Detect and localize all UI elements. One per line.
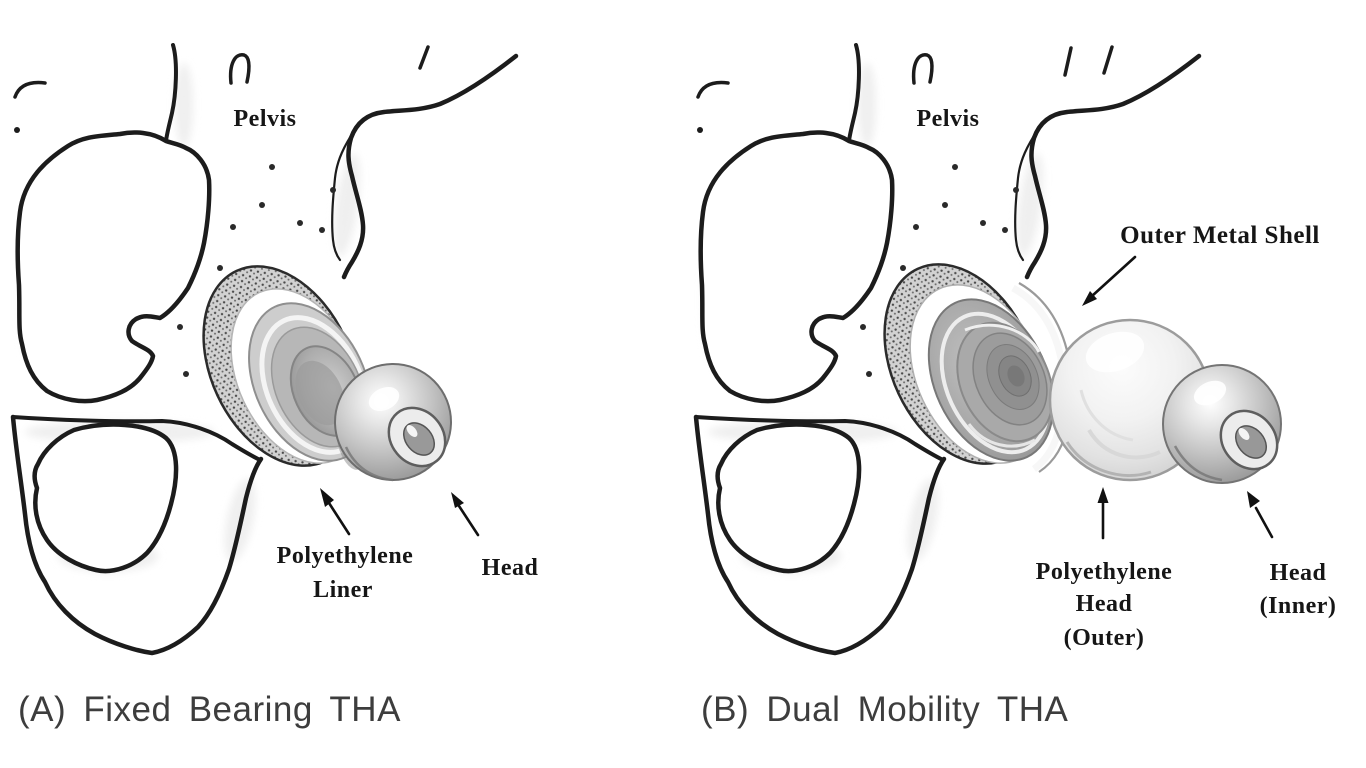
panel-a-annotations: Pelvis Polyethylene Liner Head xyxy=(234,106,539,603)
outer-metal-shell-label: Outer Metal Shell xyxy=(1120,222,1320,249)
outer-shell-arrow-head xyxy=(1082,291,1097,306)
poly-head-highlight xyxy=(1085,331,1145,373)
head-lower-shade xyxy=(344,446,394,482)
inner-head-arrow-head xyxy=(1247,491,1260,508)
poly-head-label-line2: Head xyxy=(1076,591,1133,617)
bore-gleam xyxy=(406,425,418,437)
polyethylene-liner-label-line2: Liner xyxy=(313,577,373,603)
panel-b-illustration: Pelvis Outer Metal Shell Polyethylene He… xyxy=(696,45,1336,653)
head-arrow xyxy=(457,504,480,537)
sketch-slash-mark-1 xyxy=(1063,46,1073,77)
poly-head-shade-arc-2 xyxy=(1079,389,1134,442)
head-label: Head xyxy=(482,555,539,581)
poly-head-arrow-head xyxy=(1097,487,1109,503)
head-arrow-head xyxy=(451,492,464,508)
liner-arrow xyxy=(327,501,351,536)
panel-b-caption: (B) Dual Mobility THA xyxy=(701,690,1069,729)
pelvis-label: Pelvis xyxy=(917,106,980,132)
head-highlight xyxy=(368,386,400,412)
outer-shell-arrow xyxy=(1090,255,1137,298)
pelvis-label: Pelvis xyxy=(234,106,297,132)
panel-a-caption: (A) Fixed Bearing THA xyxy=(18,690,401,729)
shell-gloss-arc-2 xyxy=(967,423,1036,448)
shell-gloss-arc-1 xyxy=(964,323,1041,353)
panel-a-implant xyxy=(202,265,452,482)
liner-arrow-head xyxy=(320,488,334,507)
panel-b-implant xyxy=(883,263,1282,484)
inner-head-arrow xyxy=(1254,506,1274,539)
inner-head-lower-shade xyxy=(1173,445,1223,482)
polyethylene-liner-label-line1: Polyethylene xyxy=(277,543,414,569)
sketch-slash-mark xyxy=(418,45,430,70)
poly-head-shade-arc-1 xyxy=(1087,428,1161,460)
inner-head-highlight xyxy=(1193,380,1227,406)
panel-a-illustration: Pelvis Polyethylene Liner Head xyxy=(13,45,538,653)
poly-head-label-line1: Polyethylene xyxy=(1036,559,1173,585)
inner-head-label-line1: Head xyxy=(1270,560,1327,586)
inner-bore-gleam xyxy=(1238,428,1250,440)
sketch-slash-mark-2 xyxy=(1102,45,1114,75)
poly-head-bottom-edge xyxy=(1065,441,1152,477)
liner-recess-shadow xyxy=(295,360,345,426)
panel-b-annotations: Pelvis Outer Metal Shell Polyethylene He… xyxy=(917,106,1337,651)
poly-head-label-line3: (Outer) xyxy=(1064,625,1145,651)
shell-swirl-core xyxy=(1007,365,1025,387)
inner-head-label-line2: (Inner) xyxy=(1260,593,1337,619)
